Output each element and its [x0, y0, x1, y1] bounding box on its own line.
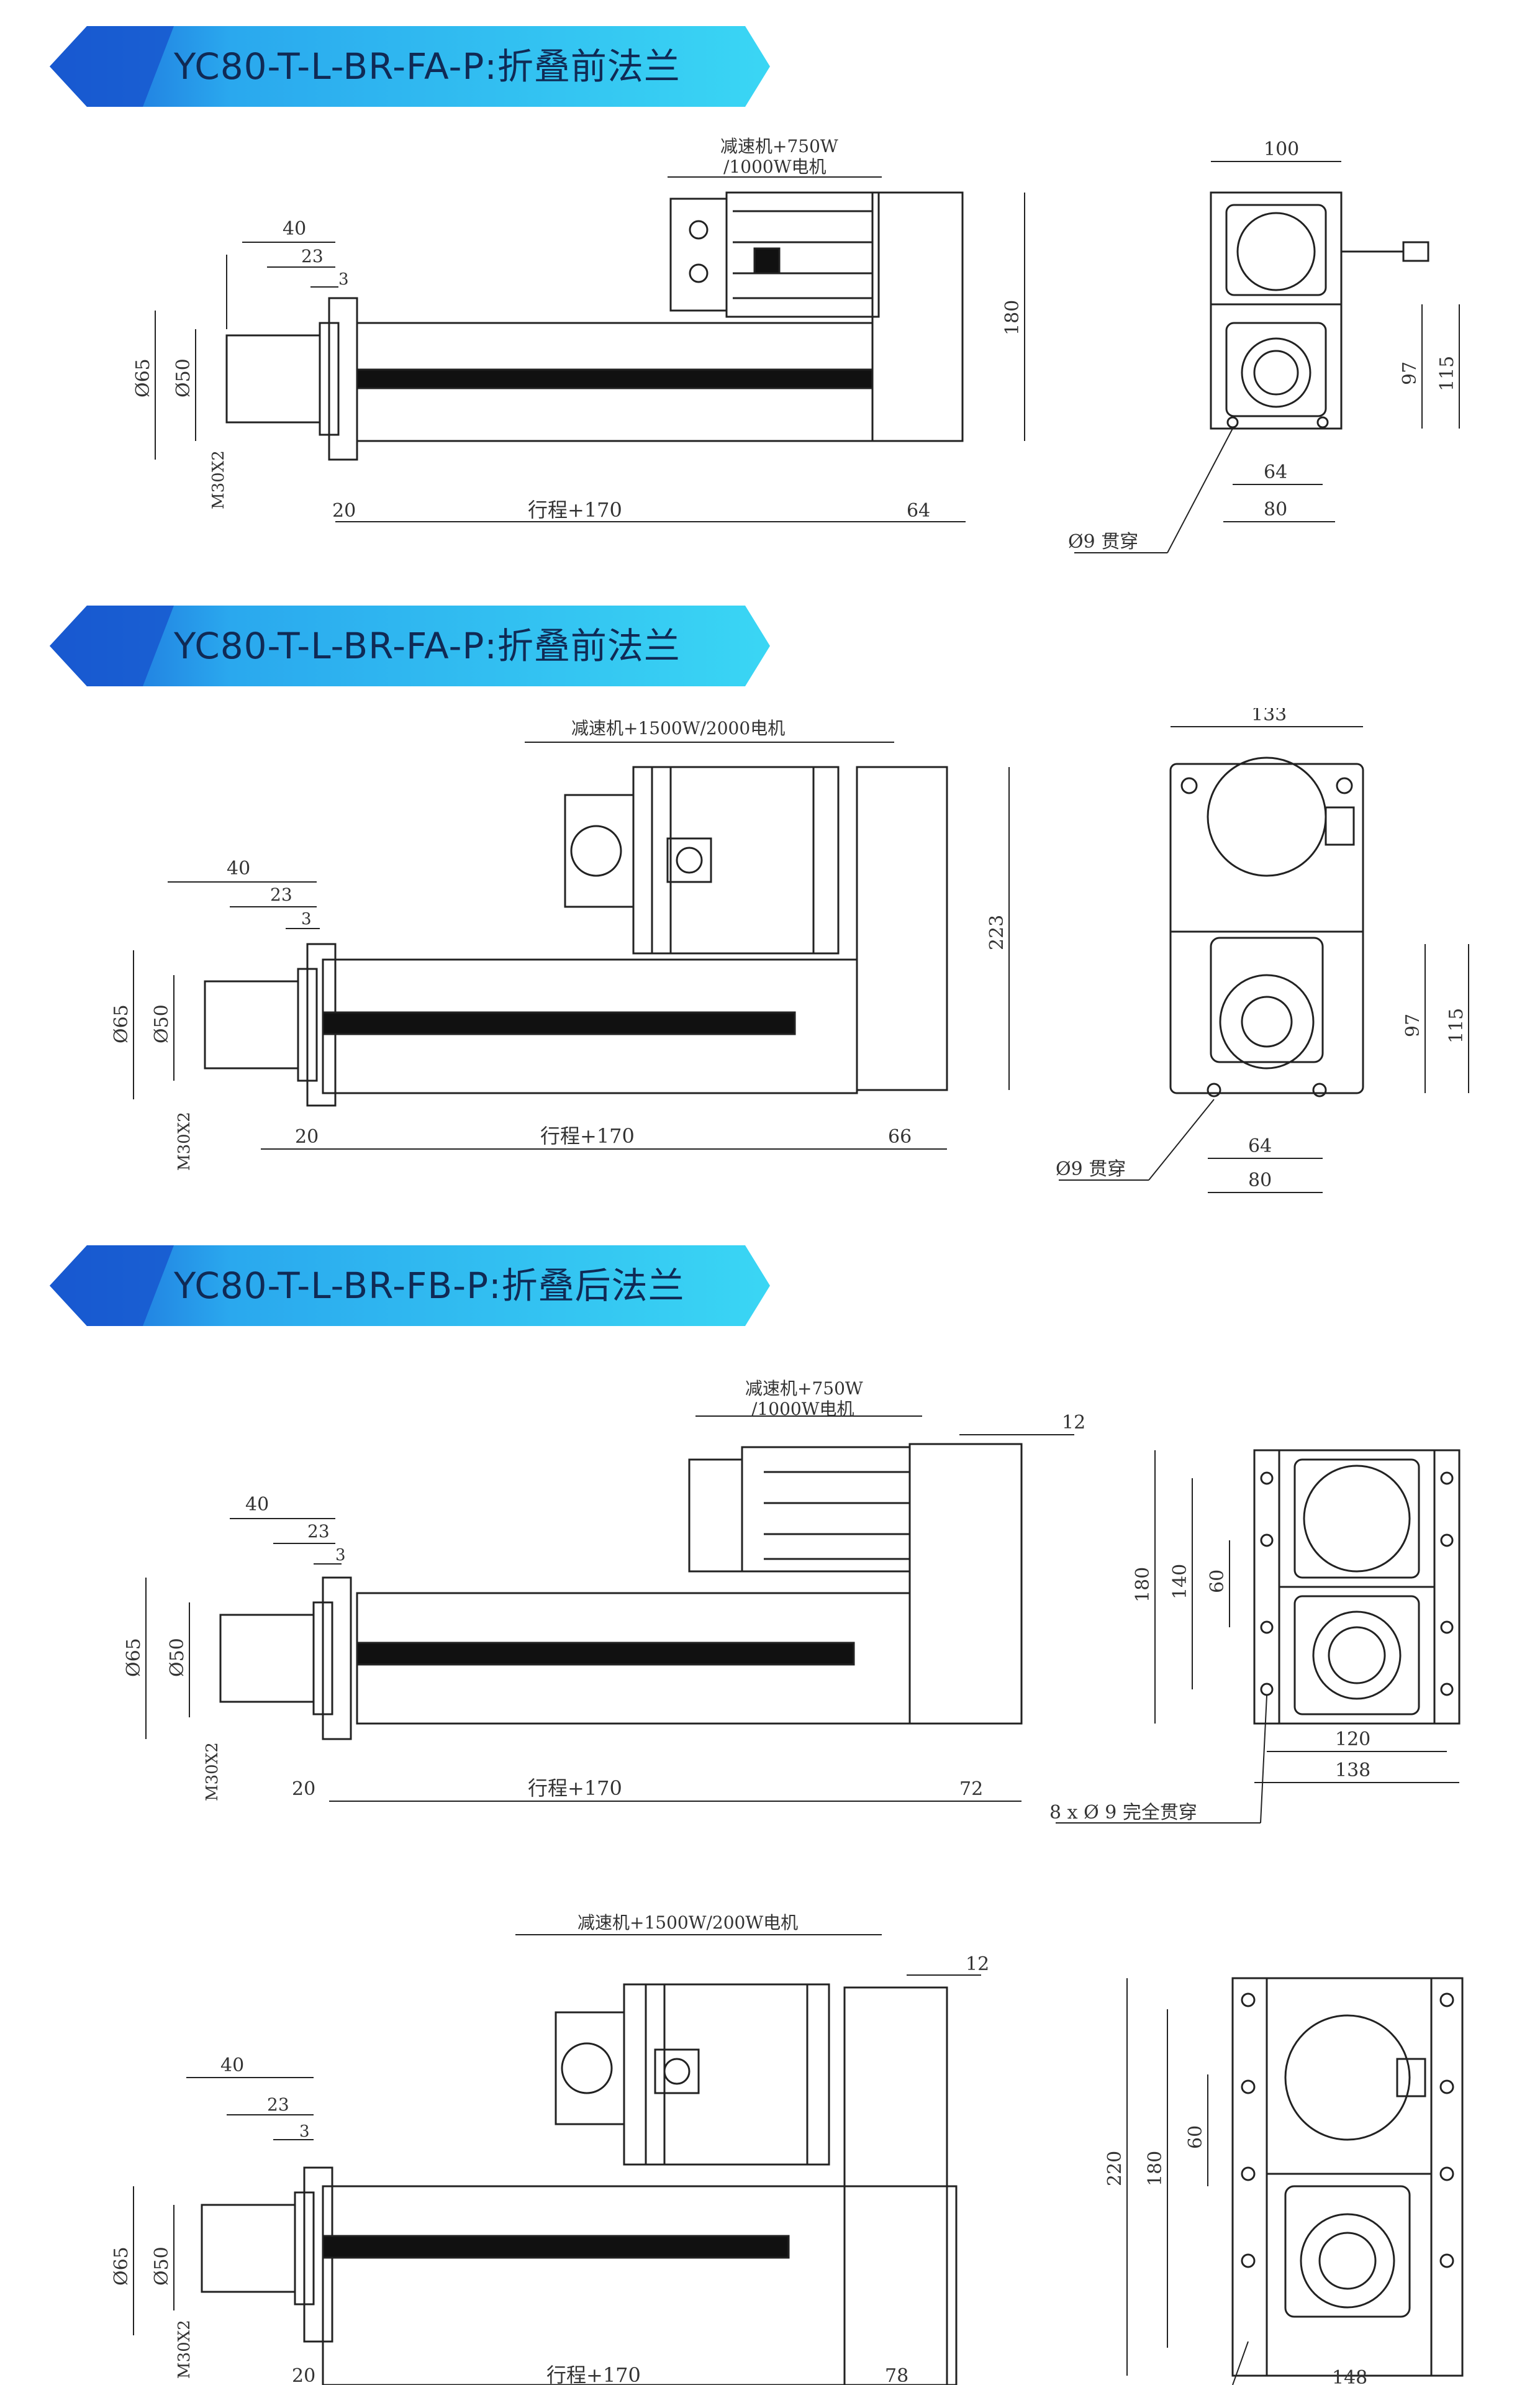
front-w120: 120	[1335, 1729, 1370, 1750]
dim-23: 23	[267, 2094, 289, 2115]
front-view-1: 100 97 115 64 80 Ø9 贯穿	[1068, 139, 1460, 553]
front-h140: 140	[1169, 1564, 1191, 1599]
dim-23: 23	[301, 246, 324, 266]
motor-label-line1: 减速机+1500W/200W电机	[578, 1913, 798, 1933]
dim-phi50: Ø50	[173, 358, 194, 398]
front-h97: 97	[1399, 361, 1421, 385]
section-3-banner: YC80-T-L-BR-FB-P:折叠后法兰	[50, 1245, 770, 1326]
dim-40: 40	[283, 218, 306, 240]
dim-phi65: Ø65	[132, 358, 154, 398]
motor-label-line2: /1000W电机	[751, 1399, 854, 1419]
front-width: 100	[1264, 139, 1299, 160]
stroke-label: 行程+170	[540, 1124, 635, 1148]
tail-dim: 66	[888, 1126, 912, 1148]
thread-label: M30X2	[209, 450, 228, 509]
section-1-banner: YC80-T-L-BR-FA-P:折叠前法兰	[50, 26, 770, 107]
front-w138: 138	[1335, 1760, 1370, 1781]
dim-phi50: Ø50	[151, 1004, 173, 1043]
section-2-drawing: 40 23 3 Ø65 Ø50 M30X2 20 行程+170 66 223 减…	[0, 708, 1540, 1205]
dim-phi65: Ø65	[111, 2246, 132, 2286]
dim-3: 3	[299, 2122, 310, 2141]
tail-dim: 72	[959, 1778, 983, 1800]
side-view-4: 40 23 3 Ø65 Ø50 M30X2 20 行程+170 78 12 减速…	[111, 1913, 989, 2385]
front-width: 133	[1251, 708, 1287, 725]
front-w64: 64	[1264, 461, 1287, 483]
section-4-drawing: 40 23 3 Ø65 Ø50 M30X2 20 行程+170 78 12 减速…	[0, 1913, 1540, 2385]
side-view-3: 40 23 3 Ø65 Ø50 M30X2 20 行程+170 72 12 减速…	[123, 1378, 1085, 1802]
dim-20: 20	[292, 1778, 315, 1800]
front-view-4: 220 180 60 148	[1104, 1977, 1464, 2385]
section-1-drawing: 40 23 3 Ø65 Ø50 M30X2 20 行程+170 64 180 减…	[0, 124, 1540, 571]
dim-phi50: Ø50	[166, 1638, 188, 1677]
section-2-title: YC80-T-L-BR-FA-P:折叠前法兰	[174, 625, 681, 667]
front-h180: 180	[1144, 2151, 1166, 2186]
front-h220: 220	[1104, 2151, 1126, 2186]
dim-20: 20	[292, 2365, 315, 2385]
motor-label-line1: 减速机+1500W/2000电机	[571, 718, 785, 738]
front-w148: 148	[1332, 2367, 1367, 2385]
front-h180: 180	[1132, 1567, 1154, 1602]
height-dim: 223	[986, 915, 1008, 950]
front-h97: 97	[1402, 1014, 1424, 1037]
front-view-3: 180 140 60 120 138 8 x Ø 9 完全贯穿	[1049, 1449, 1461, 1824]
thread-label: M30X2	[175, 1112, 194, 1171]
thread-label: M30X2	[203, 1742, 222, 1801]
side-view-2: 40 23 3 Ø65 Ø50 M30X2 20 行程+170 66 223 减…	[111, 718, 1010, 1171]
front-h115: 115	[1436, 356, 1458, 391]
height-dim: 180	[1002, 300, 1023, 335]
front-w80: 80	[1248, 1170, 1272, 1191]
side-view-1: 40 23 3 Ø65 Ø50 M30X2 20 行程+170 64 180 减…	[132, 136, 1025, 522]
section-1-title: YC80-T-L-BR-FA-P:折叠前法兰	[174, 45, 681, 88]
motor-label-line1: 减速机+750W	[745, 1378, 863, 1399]
thread-label: M30X2	[175, 2320, 194, 2379]
dim-23: 23	[270, 884, 292, 905]
dim-40: 40	[220, 2055, 244, 2076]
motor-label-line2: /1000W电机	[723, 157, 826, 177]
front-hole: Ø9 贯穿	[1068, 531, 1138, 553]
dim-3: 3	[301, 910, 312, 929]
dim-20: 20	[295, 1126, 319, 1148]
dim-phi50: Ø50	[151, 2246, 173, 2286]
dim-3: 3	[338, 270, 349, 289]
front-h60: 60	[1185, 2125, 1207, 2149]
dim-phi65: Ø65	[123, 1638, 145, 1677]
flange-dim: 12	[966, 1953, 989, 1975]
front-hole: 8 x Ø 9 完全贯穿	[1049, 1802, 1197, 1824]
front-view-2: 133 97 115 64 80 Ø9 贯穿	[1056, 708, 1469, 1193]
front-w80: 80	[1264, 499, 1287, 520]
dim-3: 3	[335, 1546, 346, 1565]
stroke-label: 行程+170	[528, 498, 622, 522]
tail-dim: 64	[907, 500, 930, 522]
dim-40: 40	[245, 1494, 269, 1515]
section-2-banner: YC80-T-L-BR-FA-P:折叠前法兰	[50, 606, 770, 686]
dim-20: 20	[332, 500, 356, 522]
section-3-title: YC80-T-L-BR-FB-P:折叠后法兰	[174, 1265, 685, 1307]
dim-23: 23	[307, 1521, 330, 1542]
flange-dim: 12	[1062, 1412, 1085, 1433]
dim-phi65: Ø65	[111, 1004, 132, 1043]
stroke-label: 行程+170	[528, 1776, 622, 1800]
front-h115: 115	[1446, 1008, 1467, 1043]
tail-dim: 78	[885, 2365, 908, 2385]
front-hole: Ø9 贯穿	[1056, 1158, 1126, 1180]
dim-40: 40	[227, 858, 250, 879]
stroke-label: 行程+170	[546, 2363, 641, 2385]
front-w64: 64	[1248, 1135, 1272, 1157]
section-3-drawing: 40 23 3 Ø65 Ø50 M30X2 20 行程+170 72 12 减速…	[0, 1366, 1540, 1863]
front-h60: 60	[1207, 1570, 1228, 1593]
motor-label-line1: 减速机+750W	[720, 136, 838, 157]
